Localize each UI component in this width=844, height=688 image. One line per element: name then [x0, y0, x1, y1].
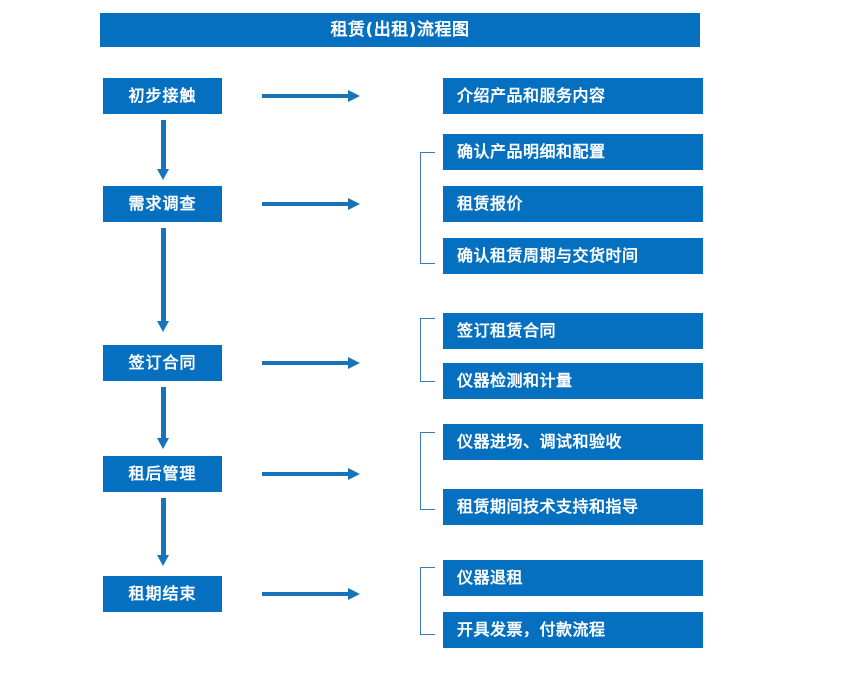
arrow-shaft — [161, 228, 166, 321]
arrow-shaft — [262, 202, 350, 206]
arrow-shaft — [262, 472, 350, 476]
detail-label-5: 签订租赁合同 — [457, 321, 557, 340]
detail-label-8: 租赁期间技术支持和指导 — [457, 497, 639, 516]
detail-box-8[interactable]: 租赁期间技术支持和指导 — [443, 489, 703, 525]
stage-label-5: 租期结束 — [128, 584, 197, 603]
group-bracket-2 — [420, 318, 435, 382]
detail-box-4[interactable]: 确认租赁周期与交货时间 — [443, 238, 703, 274]
arrow-head — [348, 198, 360, 210]
detail-label-3: 租赁报价 — [457, 194, 524, 213]
detail-label-9: 仪器退租 — [457, 568, 524, 587]
arrow-head — [348, 468, 360, 480]
flow-arrow-down-3 — [156, 387, 170, 449]
detail-box-3[interactable]: 租赁报价 — [443, 186, 703, 222]
arrow-head — [348, 90, 360, 102]
flow-arrow-right-2 — [262, 197, 360, 211]
stage-label-3: 签订合同 — [128, 353, 197, 372]
detail-box-10[interactable]: 开具发票，付款流程 — [443, 612, 703, 648]
detail-box-5[interactable]: 签订租赁合同 — [443, 313, 703, 349]
diagram-title: 租赁(出租)流程图 — [330, 19, 470, 40]
stage-box-2[interactable]: 需求调查 — [103, 186, 222, 222]
group-bracket-3 — [420, 432, 435, 510]
flow-arrow-right-4 — [262, 467, 360, 481]
group-bracket-4 — [420, 567, 435, 635]
arrow-shaft — [161, 120, 166, 169]
stage-label-1: 初步接触 — [128, 86, 197, 105]
group-bracket-1 — [420, 152, 435, 264]
stage-box-5[interactable]: 租期结束 — [103, 576, 222, 612]
arrow-head — [157, 321, 169, 332]
arrow-head — [157, 555, 169, 566]
arrow-shaft — [262, 94, 350, 98]
detail-box-2[interactable]: 确认产品明细和配置 — [443, 134, 703, 170]
arrow-shaft — [262, 361, 350, 365]
detail-label-7: 仪器进场、调试和验收 — [457, 432, 623, 451]
stage-label-4: 租后管理 — [128, 464, 197, 483]
arrow-shaft — [161, 387, 166, 438]
arrow-shaft — [262, 592, 350, 596]
detail-box-9[interactable]: 仪器退租 — [443, 560, 703, 596]
flow-arrow-right-3 — [262, 356, 360, 370]
arrow-head — [157, 169, 169, 180]
flow-arrow-down-1 — [156, 120, 170, 180]
flow-arrow-down-2 — [156, 228, 170, 332]
flow-arrow-right-5 — [262, 587, 360, 601]
arrow-head — [348, 357, 360, 369]
stage-box-3[interactable]: 签订合同 — [103, 345, 222, 381]
detail-box-1[interactable]: 介绍产品和服务内容 — [443, 78, 703, 114]
detail-box-7[interactable]: 仪器进场、调试和验收 — [443, 424, 703, 460]
flow-arrow-down-4 — [156, 498, 170, 566]
arrow-head — [157, 438, 169, 449]
detail-label-10: 开具发票，付款流程 — [457, 620, 606, 639]
stage-box-1[interactable]: 初步接触 — [103, 78, 222, 114]
detail-label-2: 确认产品明细和配置 — [457, 142, 606, 161]
detail-label-4: 确认租赁周期与交货时间 — [457, 246, 639, 265]
detail-box-6[interactable]: 仪器检测和计量 — [443, 363, 703, 399]
detail-label-6: 仪器检测和计量 — [457, 371, 573, 390]
detail-label-1: 介绍产品和服务内容 — [457, 86, 606, 105]
flow-arrow-right-1 — [262, 89, 360, 103]
stage-label-2: 需求调查 — [128, 194, 197, 213]
diagram-title-bar: 租赁(出租)流程图 — [100, 13, 700, 47]
arrow-head — [348, 588, 360, 600]
arrow-shaft — [161, 498, 166, 555]
stage-box-4[interactable]: 租后管理 — [103, 456, 222, 492]
